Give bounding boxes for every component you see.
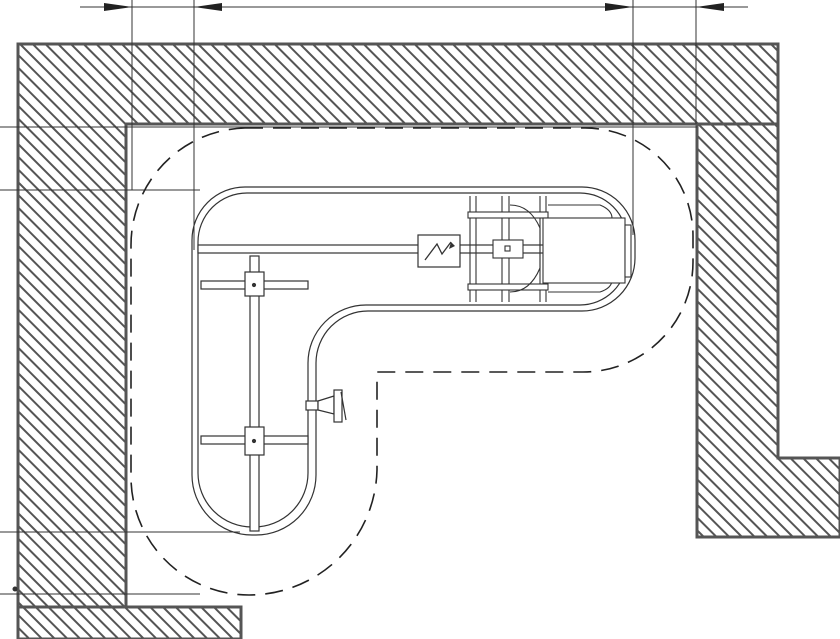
trolley-assembly bbox=[467, 196, 632, 302]
dimension-lines bbox=[80, 0, 748, 250]
wall-right bbox=[695, 122, 840, 539]
clearance-outline bbox=[130, 127, 694, 596]
rail-outer bbox=[191, 186, 636, 536]
dimension-middle: 2750 bbox=[395, 0, 431, 2]
lightning-bolt-icon bbox=[417, 234, 461, 268]
dimension-right: 400 bbox=[652, 0, 679, 2]
vertical-carriage bbox=[200, 255, 309, 532]
dimension-left: 400 bbox=[150, 0, 177, 2]
walls bbox=[16, 42, 840, 639]
rail-clamp bbox=[305, 389, 347, 423]
reference-lines bbox=[0, 126, 697, 595]
wall-bottom-left bbox=[16, 605, 243, 639]
